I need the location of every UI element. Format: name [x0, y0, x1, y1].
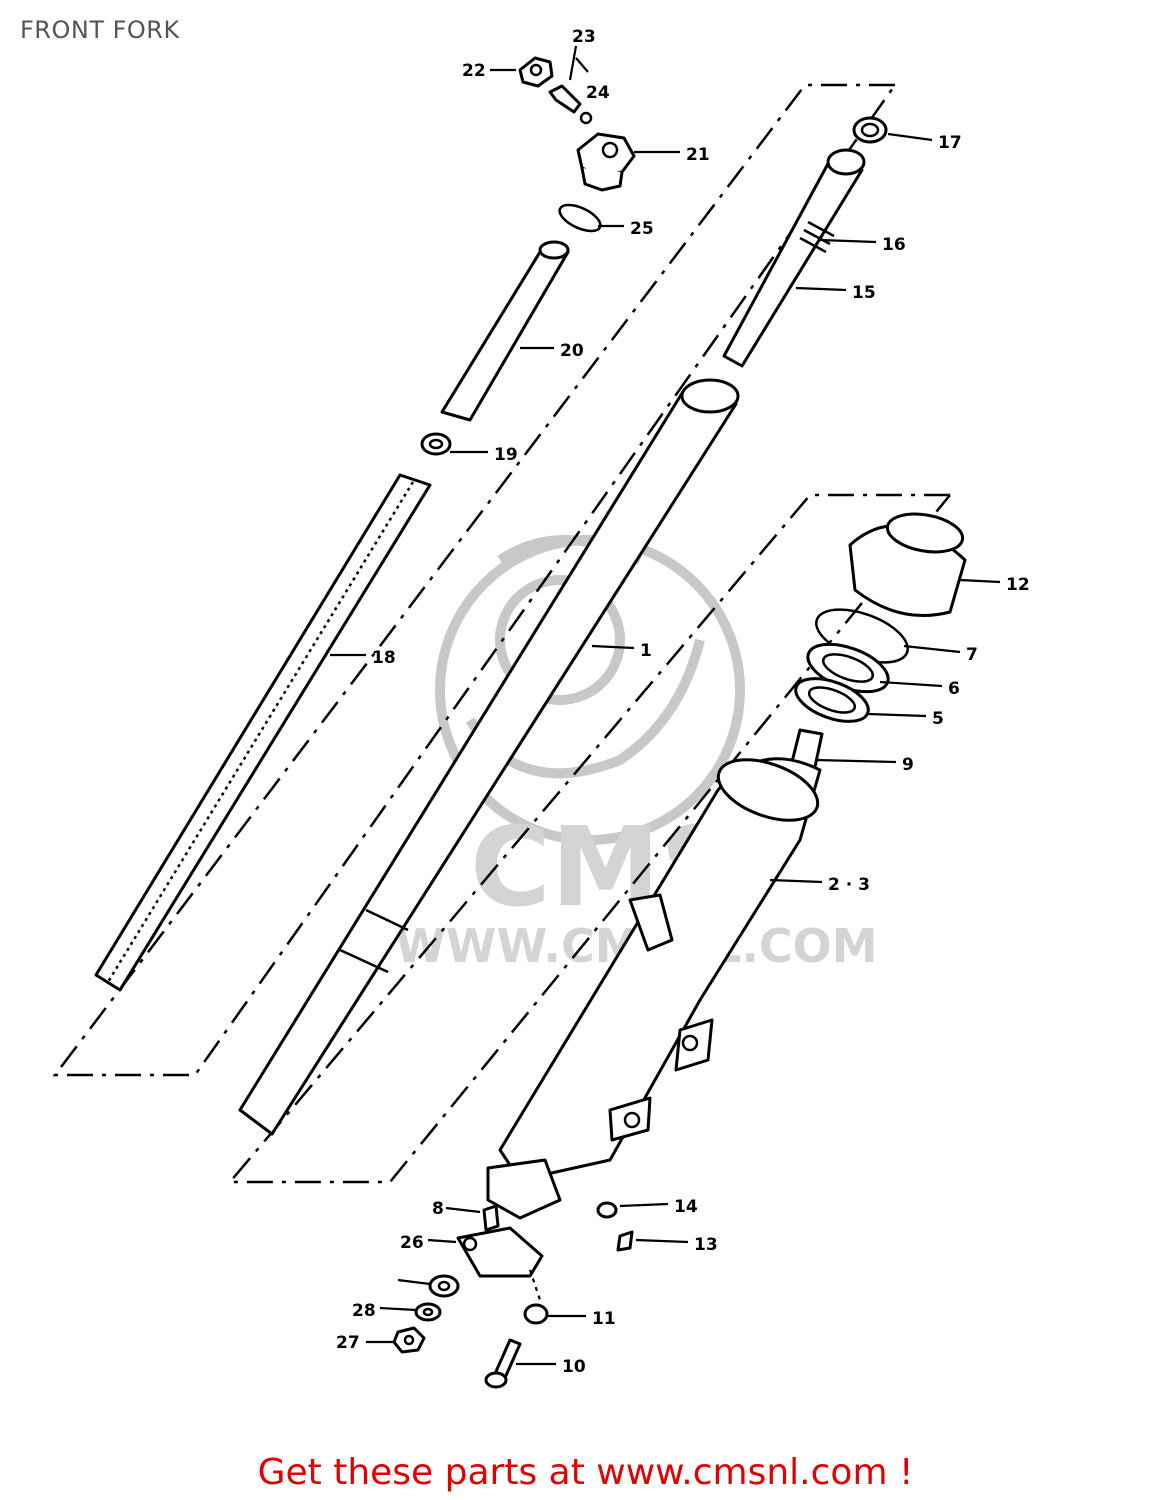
part-25-axle-holder: [456, 1226, 544, 1278]
part-23-air-valve: [548, 84, 593, 125]
callout-22: 23: [572, 27, 596, 47]
callout-26: 27: [336, 1333, 360, 1353]
assembly-frame-outer: [227, 493, 951, 1184]
part-2-3-outer-tube: [486, 757, 822, 1220]
part-28-washer: [428, 1274, 460, 1298]
part-17-fork-spring: [94, 473, 432, 992]
part-27-washer: [414, 1302, 442, 1322]
part-14-damper-rod: [722, 148, 866, 368]
part-1-inner-tube: [238, 378, 740, 1136]
callout-1: 1: [640, 641, 652, 661]
part-24-o-ring: [558, 203, 602, 233]
part-12-screw: [616, 1230, 634, 1252]
callout-11: 12: [1006, 575, 1030, 595]
callout-5: 6: [948, 679, 960, 699]
callout-10: 11: [592, 1309, 616, 1329]
part-26-nut: [392, 1326, 426, 1354]
part-4-guide-metal: [794, 677, 870, 723]
callout-16: 17: [938, 133, 962, 153]
part-21-cap: [518, 56, 554, 88]
callout-15: 16: [882, 235, 906, 255]
callout-labels: 22 23 24 21 25 20 19 18 17 16 15 1 12 7 …: [336, 27, 1030, 1377]
part-19-spacer: [440, 240, 570, 422]
callout-25: 26: [400, 1233, 424, 1253]
callout-20: 21: [686, 145, 710, 165]
part-7-stud: [482, 1204, 500, 1232]
callout-12: 13: [694, 1235, 718, 1255]
part-10-gasket: [523, 1303, 549, 1325]
callout-14: 15: [852, 283, 876, 303]
page-title: FRONT FORK: [20, 16, 180, 44]
get-parts-link[interactable]: Get these parts at www.cmsnl.com !: [257, 1452, 914, 1493]
callout-18: 19: [494, 445, 518, 465]
callout-17: 18: [372, 648, 396, 668]
callout-6: 7: [966, 645, 978, 665]
leader-lines: [330, 45, 1001, 1366]
callout-24: 25: [630, 219, 654, 239]
part-11-dust-seal: [848, 512, 967, 618]
part-16-ring: [852, 116, 888, 144]
assembly-frame-inner: [52, 83, 897, 1077]
part-20-cap-bolt: [576, 132, 636, 192]
part-13-drain-plug: [596, 1201, 618, 1219]
callout-27: 28: [352, 1301, 376, 1321]
callout-21: 22: [462, 61, 486, 81]
callout-4: 5: [932, 709, 944, 729]
callout-23: 24: [586, 83, 610, 103]
part-18-washer: [420, 432, 452, 456]
callout-13: 14: [674, 1197, 698, 1217]
callout-2-3: 2 · 3: [828, 875, 870, 895]
callout-7: 8: [432, 1199, 444, 1219]
callout-8: 9: [902, 755, 914, 775]
part-9-bolt: [484, 1338, 522, 1389]
callout-9: 10: [562, 1357, 586, 1377]
callout-19: 20: [560, 341, 584, 361]
